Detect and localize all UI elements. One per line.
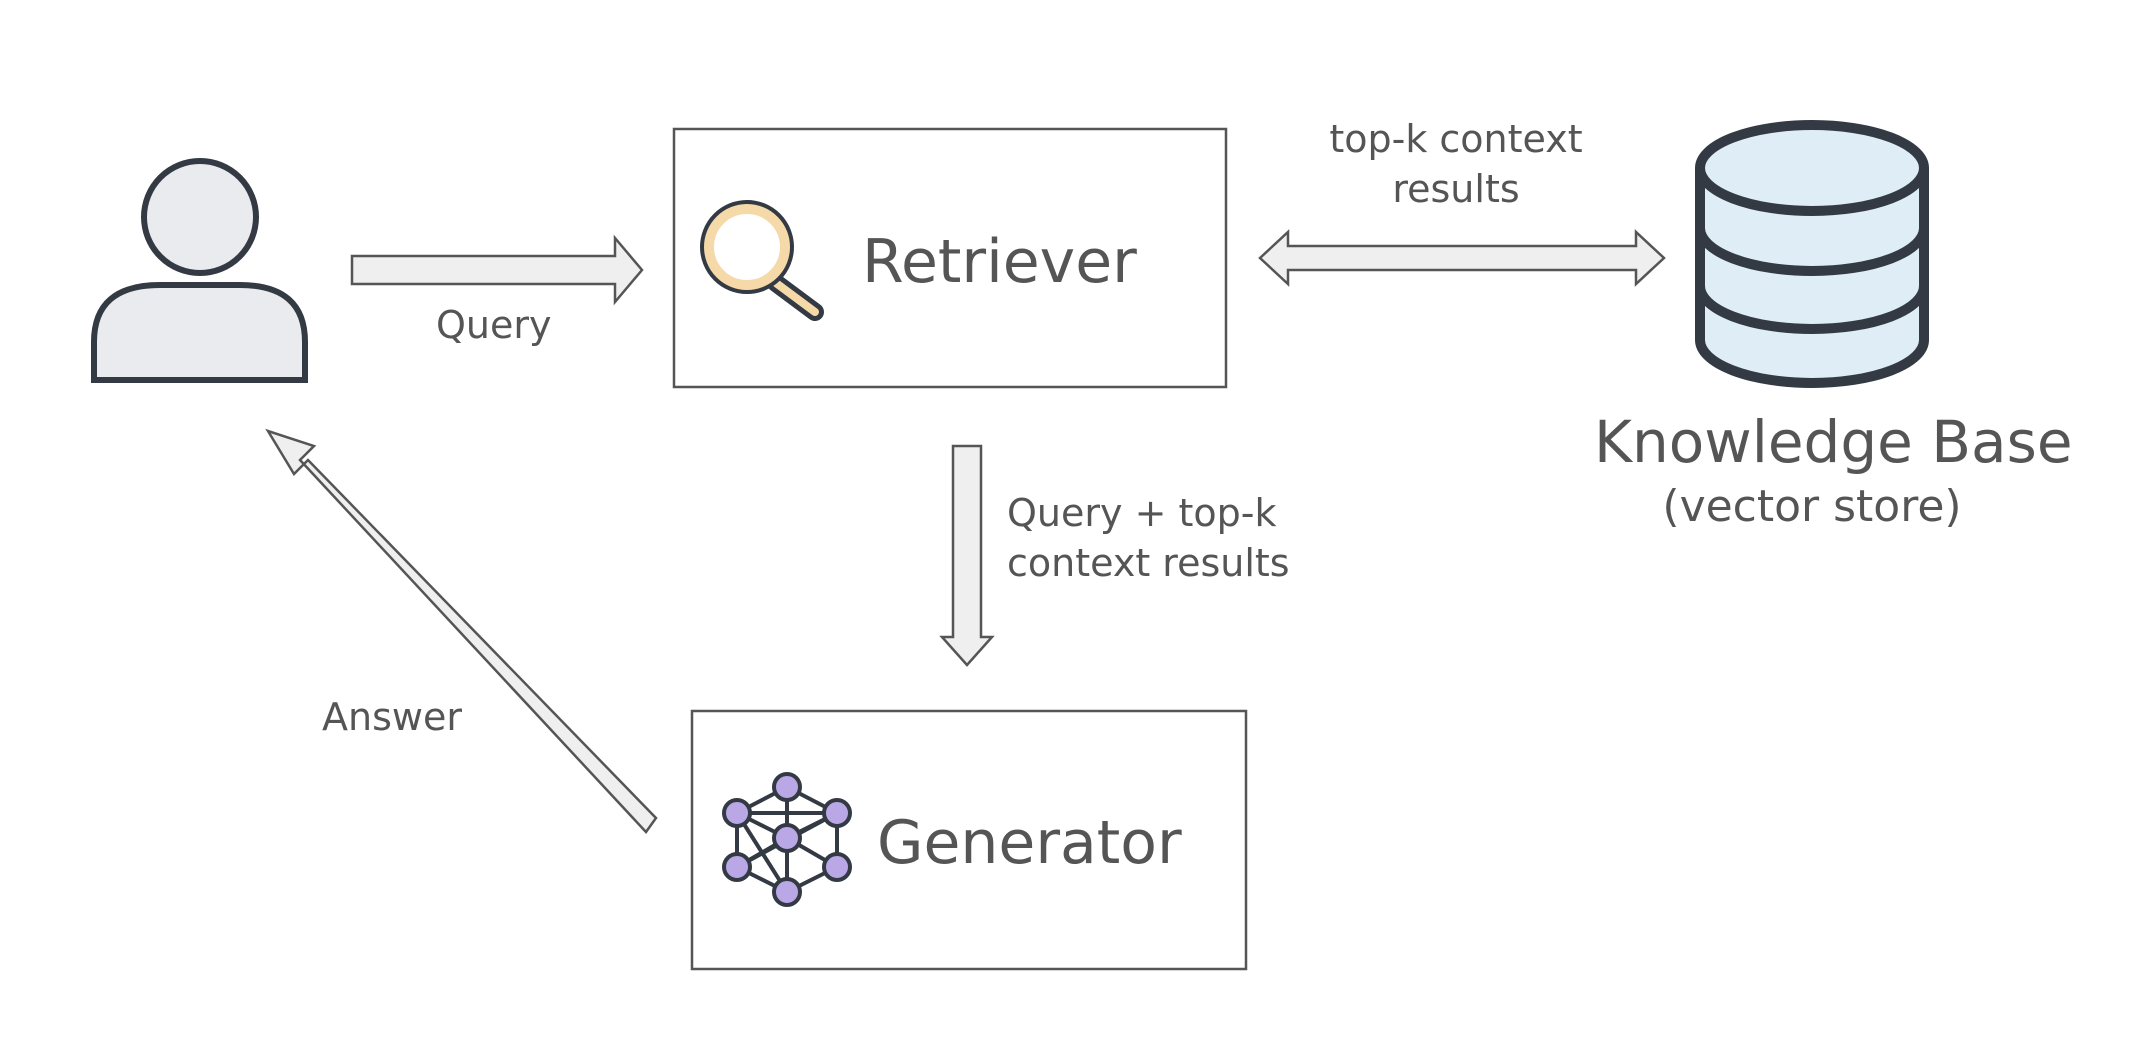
retrieved-arrow [939, 444, 995, 667]
retrieved-label-line1: Query + top-k [1007, 491, 1277, 535]
retriever-box [672, 127, 1228, 389]
query-label: Query [436, 303, 552, 347]
retriever-label: Retriever [862, 227, 1137, 297]
retrieved-label-line2: context results [1007, 541, 1290, 585]
topk-label-line2: results [1392, 167, 1520, 211]
topk-label-line1: top-k context [1329, 117, 1583, 161]
knowledge-base-label: Knowledge Base [1594, 408, 2073, 476]
answer-label: Answer [322, 695, 462, 739]
database-icon [1695, 120, 1929, 388]
neural-network-icon [722, 772, 852, 907]
magnifier-icon [700, 200, 824, 321]
query-arrow [350, 234, 644, 306]
answer-arrow [265, 428, 658, 834]
generator-label: Generator [877, 808, 1182, 878]
topk-arrow [1258, 229, 1666, 287]
user-icon [91, 158, 308, 383]
knowledge-base-sublabel: (vector store) [1662, 481, 1962, 532]
